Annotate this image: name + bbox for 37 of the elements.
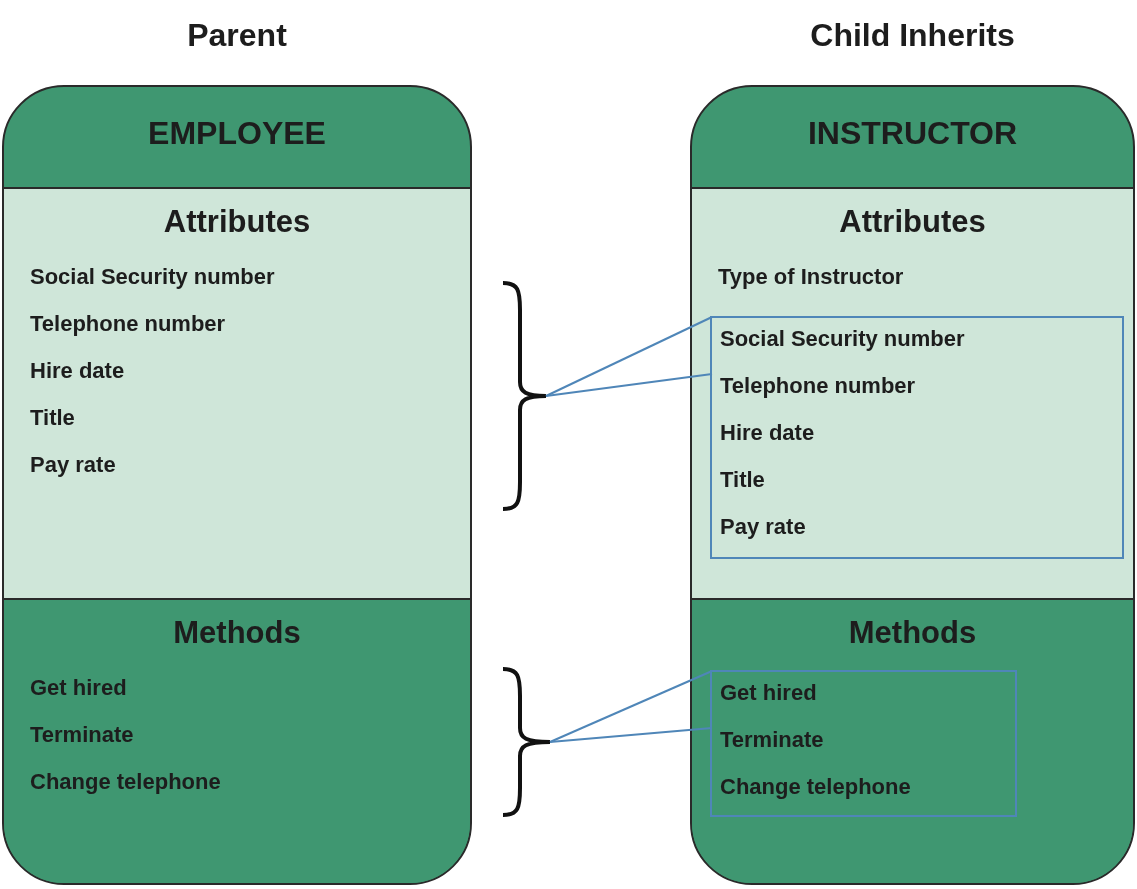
leader-line bbox=[545, 373, 713, 397]
member-text: Title bbox=[720, 467, 765, 493]
member-text: Terminate bbox=[720, 727, 824, 753]
section-heading: Attributes bbox=[163, 204, 311, 240]
member-text: Change telephone bbox=[720, 774, 911, 800]
member-text: Terminate bbox=[30, 722, 134, 748]
class-box bbox=[690, 85, 1135, 885]
section-heading: Methods bbox=[848, 615, 977, 651]
member-text: Pay rate bbox=[30, 452, 116, 478]
member-text: Hire date bbox=[30, 358, 125, 384]
attributes-panel bbox=[692, 187, 1133, 598]
leader-line bbox=[545, 316, 713, 397]
attributes-panel bbox=[4, 187, 470, 598]
column-heading: Parent bbox=[187, 17, 287, 54]
inherited-attributes-box bbox=[710, 316, 1124, 559]
member-text: Type of Instructor bbox=[718, 264, 904, 290]
inherited-methods-box bbox=[710, 670, 1017, 817]
member-text: Telephone number bbox=[30, 311, 226, 337]
member-text: Telephone number bbox=[720, 373, 916, 399]
class-box bbox=[2, 85, 472, 885]
column-heading: Child Inherits bbox=[810, 17, 1015, 54]
member-text: Get hired bbox=[30, 675, 127, 701]
member-text: Pay rate bbox=[720, 514, 806, 540]
member-text: Social Security number bbox=[720, 326, 965, 352]
member-text: Get hired bbox=[720, 680, 817, 706]
class-name: INSTRUCTOR bbox=[807, 115, 1018, 152]
member-text: Title bbox=[30, 405, 75, 431]
section-heading: Methods bbox=[173, 615, 301, 651]
member-text: Hire date bbox=[720, 420, 815, 446]
class-name: EMPLOYEE bbox=[148, 115, 326, 152]
leader-line bbox=[549, 727, 713, 743]
methods-panel bbox=[692, 598, 1133, 883]
member-text: Change telephone bbox=[30, 769, 221, 795]
member-text: Social Security number bbox=[30, 264, 275, 290]
methods-panel bbox=[4, 598, 470, 883]
leader-line bbox=[549, 670, 713, 743]
section-heading: Attributes bbox=[839, 204, 986, 240]
